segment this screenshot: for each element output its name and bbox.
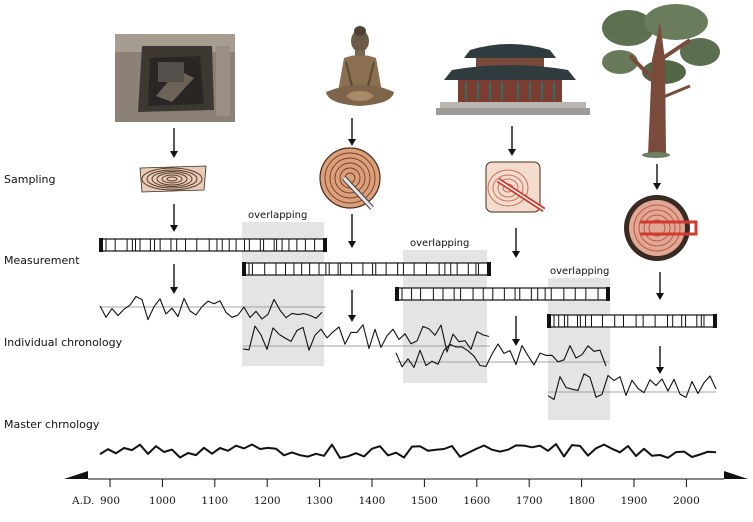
ring-bar-bark: [323, 238, 327, 252]
wood-slab-sample-icon: [139, 165, 207, 193]
ring-width-bars: [99, 238, 717, 328]
chronology-curves: [99, 295, 717, 459]
down-arrow-icon: [170, 151, 178, 158]
axis-tick-label: 1800: [568, 495, 595, 507]
row-label-sampling: Sampling: [4, 173, 56, 186]
ring-bar-pith: [242, 262, 246, 276]
ring-bar: [99, 238, 327, 252]
overlap-band-3: [548, 278, 610, 420]
buddha-statue-photo: [326, 26, 394, 106]
square-section-sample-icon: [485, 161, 546, 213]
living-pine-tree-photo: [602, 4, 720, 158]
axis-tick-label: 1000: [149, 495, 176, 507]
stump-section-sample-icon: [624, 195, 698, 261]
ring-bar-bark: [713, 314, 717, 328]
chronology-curve: [547, 373, 717, 401]
ring-bar: [242, 262, 491, 276]
axis-tick-label: 1700: [516, 495, 543, 507]
time-axis: 900 1000 1100 1200 1300 1400 1500 1600 1700 1800 1…: [64, 471, 748, 507]
down-arrow-icon: [656, 293, 664, 300]
chronology-curve: [242, 324, 490, 353]
axis-tick-label: 1900: [621, 495, 648, 507]
down-arrow-icon: [512, 339, 520, 346]
axis-prefix: A.D.: [71, 495, 94, 507]
axis-tick-label: 1500: [411, 495, 438, 507]
ring-bar-bark: [487, 262, 491, 276]
overlap-label-2: overlapping: [410, 238, 469, 249]
down-arrow-icon: [512, 251, 520, 258]
chronology-curve: [99, 295, 323, 321]
axis-right-arrow-icon: [724, 471, 748, 479]
down-arrow-icon: [170, 225, 178, 232]
overlap-label-3: overlapping: [550, 266, 609, 277]
axis-tick-label: 2000: [673, 495, 700, 507]
down-arrow-icon: [508, 149, 516, 156]
ring-bar: [547, 314, 717, 328]
overlap-label-1: overlapping: [248, 210, 307, 221]
axis-tick-label: 1100: [201, 495, 228, 507]
axis-tick-label: 1600: [463, 495, 490, 507]
axis-left-arrow-icon: [64, 471, 88, 479]
row-label-measurement: Measurement: [4, 254, 80, 267]
axis-tick-label: 1300: [306, 495, 333, 507]
axis-tick-label: 1400: [359, 495, 386, 507]
down-arrow-icon: [348, 139, 356, 146]
excavation-pit-photo: [115, 34, 235, 122]
down-arrow-icon: [348, 315, 356, 322]
down-arrow-icon: [348, 241, 356, 248]
ring-bar-bark: [606, 287, 610, 301]
ring-bar-pith: [395, 287, 399, 301]
flow-arrows: [170, 118, 664, 374]
down-arrow-icon: [653, 183, 661, 190]
chronology-curve: [395, 343, 607, 368]
ring-bar: [395, 287, 610, 301]
axis-tick-label: 900: [100, 495, 120, 507]
palace-building-photo: [436, 44, 590, 115]
ring-bar-pith: [547, 314, 551, 328]
down-arrow-icon: [656, 367, 664, 374]
row-label-individual: Individual chronology: [4, 336, 123, 349]
cross-section-sample-icon: [319, 147, 381, 210]
chronology-curve: [99, 443, 717, 459]
row-label-master: Master chrnology: [4, 418, 100, 431]
ring-bar-pith: [99, 238, 103, 252]
down-arrow-icon: [170, 287, 178, 294]
axis-tick-label: 1200: [254, 495, 281, 507]
